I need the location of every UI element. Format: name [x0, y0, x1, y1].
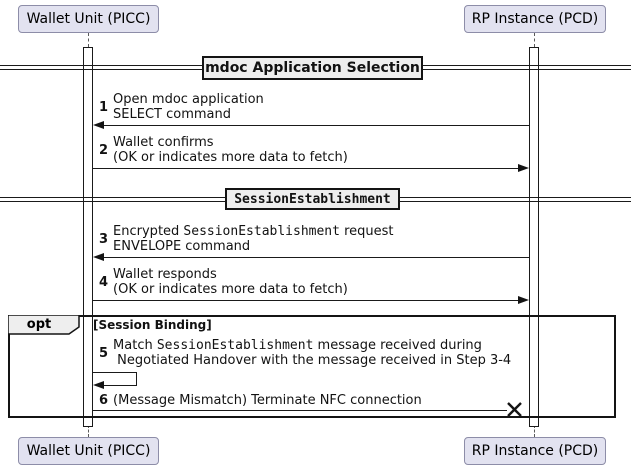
message-4-line2: (OK or indicates more data to fetch)	[113, 282, 348, 297]
message-5-label: 5 Match SessionEstablishment message rec…	[99, 338, 511, 368]
message-5-selfloop-top	[93, 372, 137, 373]
message-4-line1: Wallet responds	[113, 267, 217, 282]
participant-wallet-bottom: Wallet Unit (PICC)	[18, 437, 159, 465]
opt-guard-label: [Session Binding]	[93, 318, 212, 332]
message-6-line	[93, 410, 507, 411]
message-1-line2: SELECT command	[113, 107, 232, 122]
message-3-line2: ENVELOPE command	[113, 239, 251, 254]
message-4-line	[93, 300, 518, 301]
participant-rp-bottom-label: RP Instance (PCD)	[471, 443, 599, 459]
message-4-number: 4	[99, 274, 109, 290]
activation-bar-rp	[529, 47, 539, 427]
message-5-selfloop-side	[136, 372, 137, 386]
message-5-arrowhead-icon	[93, 381, 104, 389]
message-3-line1-post: request	[339, 224, 394, 239]
message-1-number: 1	[99, 99, 109, 115]
lifeline-right-top	[534, 33, 535, 47]
message-3-number: 3	[99, 231, 109, 247]
message-6-number: 6	[99, 393, 109, 408]
participant-rp-top: RP Instance (PCD)	[464, 5, 606, 33]
participant-wallet-bottom-label: Wallet Unit (PICC)	[26, 443, 151, 459]
message-2-line1: Wallet confirms	[113, 135, 214, 150]
participant-rp-top-label: RP Instance (PCD)	[471, 11, 599, 27]
destroy-x-icon	[507, 402, 522, 417]
participant-wallet-top: Wallet Unit (PICC)	[18, 5, 159, 33]
message-3-line1-pre: Encrypted	[113, 224, 184, 239]
message-6-label: 6 (Message Mismatch) Terminate NFC conne…	[99, 393, 422, 408]
divider-session-establishment: SessionEstablishment	[225, 188, 400, 210]
opt-frame	[8, 315, 616, 418]
message-3-line	[104, 257, 529, 258]
message-3-line1-mono: SessionEstablishment	[183, 224, 340, 239]
message-4-label: 4 Wallet responds (OK or indicates more …	[99, 267, 348, 297]
message-2-label: 2 Wallet confirms (OK or indicates more …	[99, 135, 348, 165]
message-5-line1-pre: Match	[113, 338, 157, 353]
message-1-arrowhead-icon	[93, 121, 104, 129]
lifeline-left-bottom	[88, 425, 89, 437]
participant-rp-bottom: RP Instance (PCD)	[464, 437, 606, 465]
message-2-line2: (OK or indicates more data to fetch)	[113, 150, 348, 165]
message-3-arrowhead-icon	[93, 253, 104, 261]
message-2-number: 2	[99, 142, 109, 158]
opt-frame-label: opt	[26, 317, 52, 332]
message-4-arrowhead-icon	[518, 296, 529, 304]
lifeline-right-bottom	[534, 425, 535, 437]
divider1-label: mdoc Application Selection	[205, 60, 420, 76]
participant-wallet-top-label: Wallet Unit (PICC)	[26, 11, 151, 27]
divider2-label: SessionEstablishment	[234, 191, 391, 207]
opt-frame-label-shape	[8, 315, 80, 335]
message-5-line1-post: message received during	[313, 338, 482, 353]
message-2-line	[93, 168, 518, 169]
message-6-line1: (Message Mismatch) Terminate NFC connect…	[113, 393, 422, 408]
message-5-line1-mono: SessionEstablishment	[156, 338, 314, 353]
message-5-line2: Negotiated Handover with the message rec…	[113, 353, 512, 368]
message-1-label: 1 Open mdoc application SELECT command	[99, 92, 264, 122]
activation-bar-wallet	[83, 47, 93, 427]
message-1-line1: Open mdoc application	[113, 92, 264, 107]
divider-mdoc-application-selection: mdoc Application Selection	[202, 56, 423, 80]
message-5-number: 5	[99, 345, 109, 361]
message-2-arrowhead-icon	[518, 164, 529, 172]
message-1-line	[104, 125, 529, 126]
message-5-selfloop-bottom	[102, 385, 137, 386]
lifeline-left-top	[88, 33, 89, 47]
message-3-label: 3 Encrypted SessionEstablishment request…	[99, 224, 394, 254]
